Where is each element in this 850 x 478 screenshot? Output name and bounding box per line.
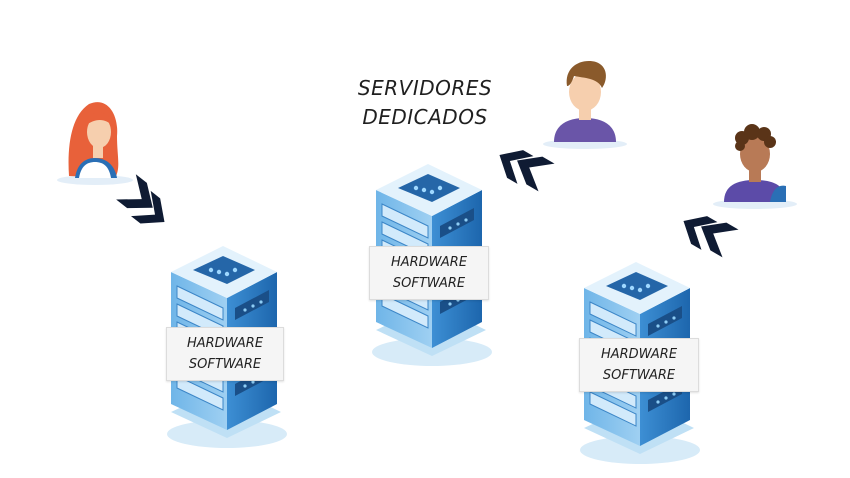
- diagram-title: SERVIDORES DEDICADOS: [350, 74, 500, 132]
- server-label-software: SOFTWARE: [392, 276, 466, 291]
- arrow-right-icon: [675, 203, 739, 261]
- server-label-hardware: HARDWARE: [186, 336, 264, 351]
- server-label-right: HARDWARE SOFTWARE: [579, 338, 699, 392]
- server-label-left: HARDWARE SOFTWARE: [166, 327, 284, 381]
- title-line-2: DEDICADOS: [362, 105, 488, 129]
- server-label-software: SOFTWARE: [188, 357, 262, 372]
- server-label-middle: HARDWARE SOFTWARE: [369, 246, 489, 300]
- man-avatar-icon: [543, 61, 627, 149]
- title-line-1: SERVIDORES: [357, 76, 493, 100]
- arrow-left-icon: [113, 174, 177, 235]
- server-label-hardware: HARDWARE: [390, 255, 468, 270]
- server-label-software: SOFTWARE: [602, 368, 676, 383]
- arrow-middle-icon: [491, 137, 555, 195]
- server-label-hardware: HARDWARE: [600, 347, 678, 362]
- woman-avatar-icon: [57, 102, 133, 185]
- man-curly-avatar-icon: [713, 124, 797, 209]
